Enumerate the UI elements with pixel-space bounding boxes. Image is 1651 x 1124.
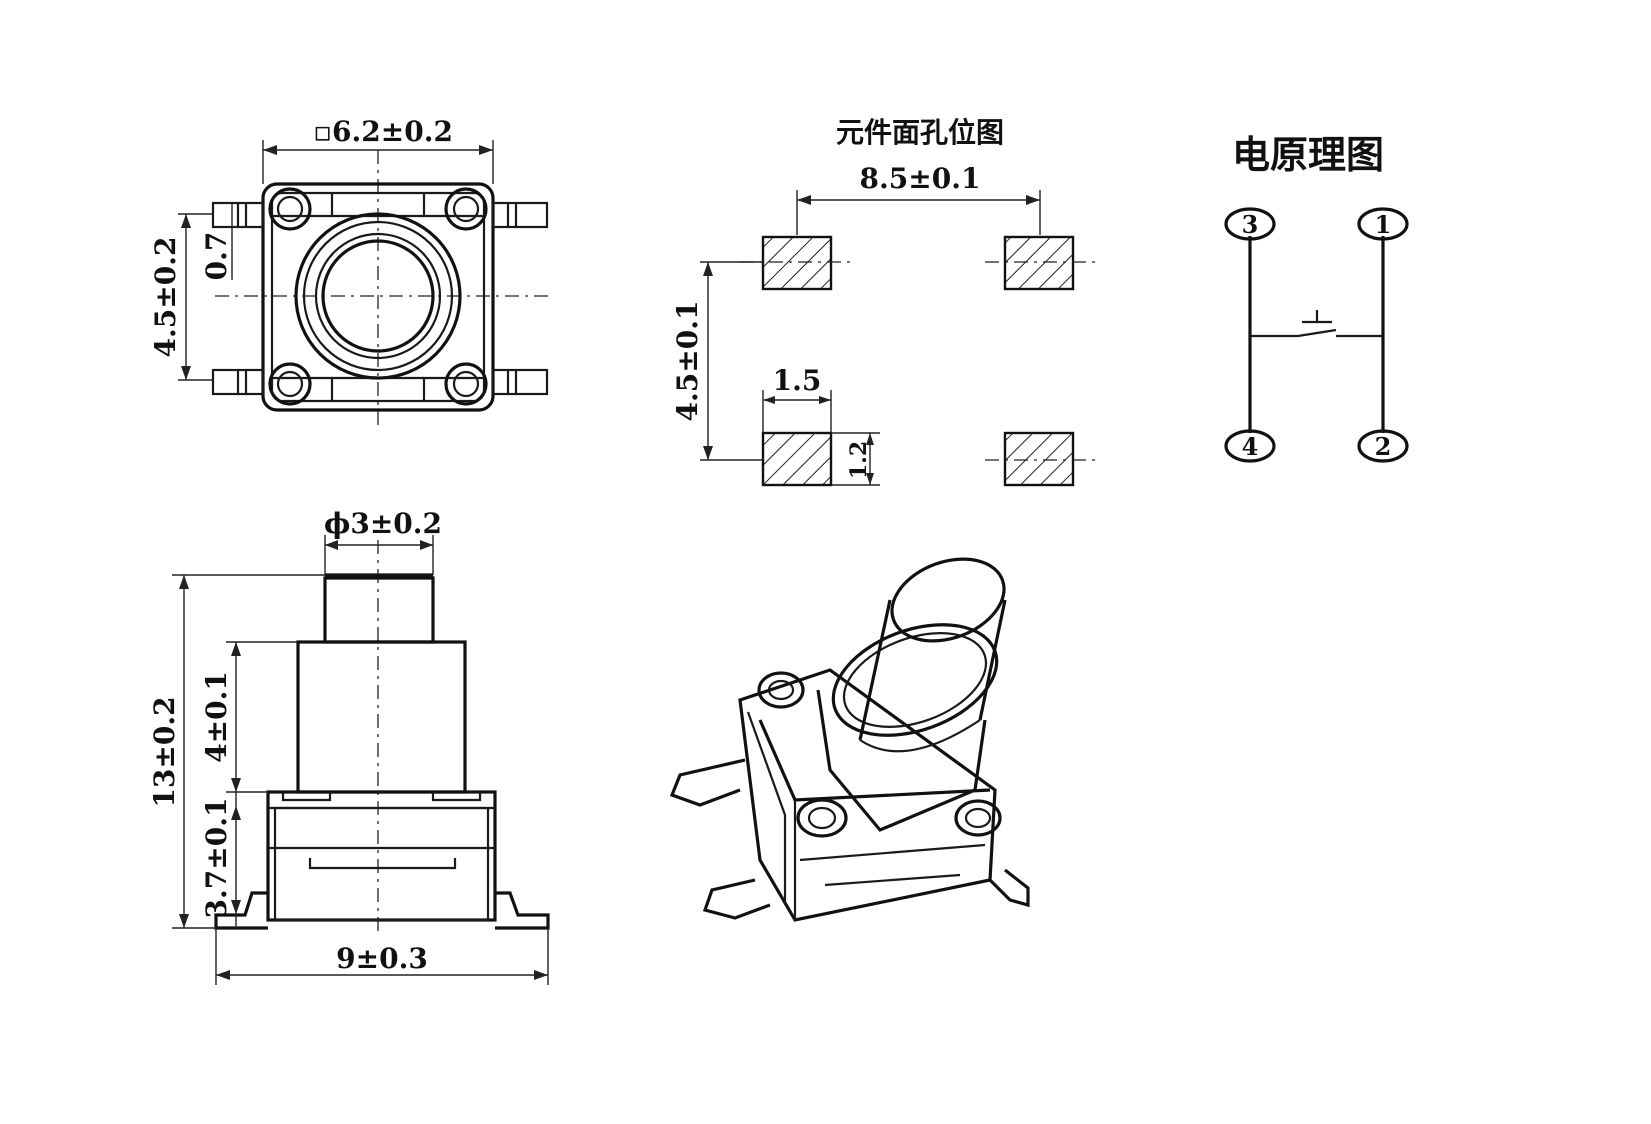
- dim-top-pin-width: 0.7: [200, 232, 233, 281]
- dim-footprint-width: 9±0.3: [336, 942, 428, 975]
- pcb-pad-br: [1003, 431, 1075, 487]
- dim-body-height: 3.7±0.1: [200, 798, 233, 919]
- pin-1: 1: [1357, 207, 1409, 241]
- mount-hole-bl: [268, 362, 312, 406]
- side-view: ϕ3±0.2 13±0.2 4±0.1 3.7±0.1 9±0.3: [148, 507, 550, 985]
- pcb-pad-tl: [761, 235, 833, 291]
- dim-pcb-pad-width: 1.5: [773, 364, 822, 397]
- dim-stem-height: 4±0.1: [200, 671, 233, 763]
- pcb-title: 元件面孔位图: [836, 116, 1004, 149]
- isometric-view: [669, 557, 1030, 922]
- iso-hole-left: [757, 671, 805, 709]
- pin-3: 3: [1224, 207, 1276, 241]
- pcb-pad-bl: [761, 431, 833, 487]
- svg-text:4: 4: [1242, 432, 1259, 461]
- pcb-pad-tr: [1003, 235, 1075, 291]
- dim-total-height: 13±0.2: [148, 696, 181, 807]
- pcb-layout: 元件面孔位图 8.5±0.1 4.5±0.1 1.5: [671, 116, 1095, 487]
- pin-4: 4: [1224, 429, 1276, 463]
- svg-text:2: 2: [1375, 432, 1392, 461]
- svg-text:1: 1: [1375, 210, 1392, 239]
- iso-hole-front-right: [954, 799, 1002, 837]
- mount-hole-tr: [444, 187, 488, 231]
- dim-pcb-pitch-x: 8.5±0.1: [860, 162, 981, 195]
- dim-top-width: ▫6.2±0.2: [313, 115, 453, 148]
- dim-stem-diameter: ϕ3±0.2: [324, 507, 442, 540]
- iso-hole-front-left: [796, 798, 848, 838]
- mount-hole-br: [444, 362, 488, 406]
- top-view: ▫6.2±0.2 4.5±0.2 0.7: [149, 115, 549, 430]
- mount-hole-tl: [268, 187, 312, 231]
- svg-text:3: 3: [1242, 210, 1259, 239]
- schematic: 电原理图 3 1 4 2: [1224, 133, 1409, 463]
- pin-2: 2: [1357, 429, 1409, 463]
- schematic-title: 电原理图: [1232, 133, 1384, 177]
- dim-top-pin-spacing: 4.5±0.2: [149, 237, 182, 358]
- dim-pcb-pitch-y: 4.5±0.1: [671, 301, 704, 422]
- dim-pcb-pad-height: 1.2: [846, 441, 872, 479]
